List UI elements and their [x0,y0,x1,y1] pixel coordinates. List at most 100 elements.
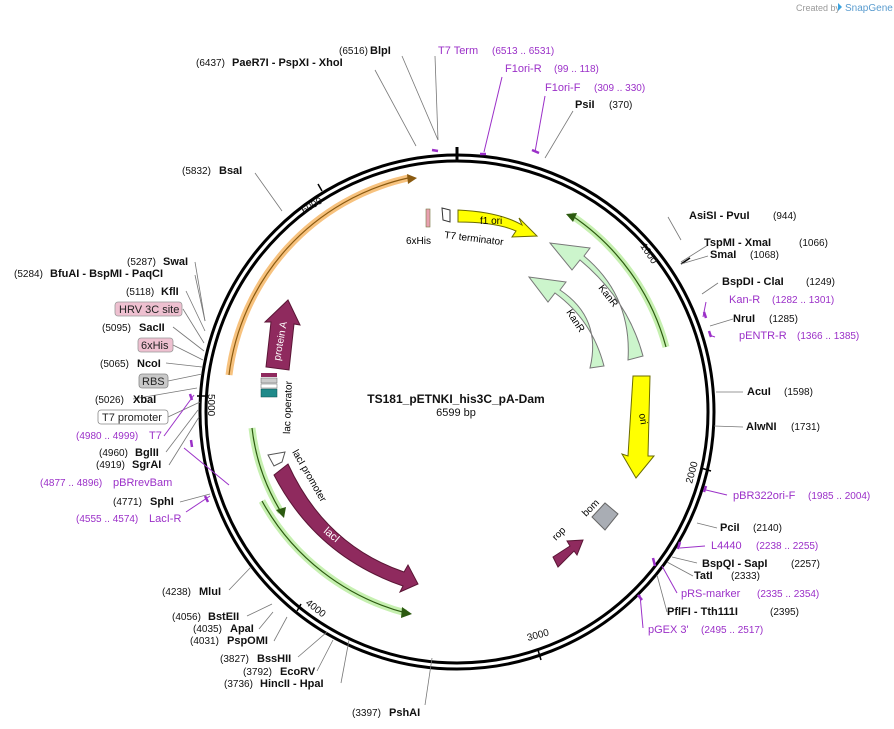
primer-pbr322ori-f-pos: (1985 .. 2004) [808,491,870,502]
enzyme-bglii[interactable]: BglII [135,447,159,459]
enzyme-acui[interactable]: AcuI [747,386,771,398]
enzyme-bsai[interactable]: BsaI [219,165,242,177]
enzyme-sphi-pos: (4771) [113,497,142,508]
enzyme-pvui-pos: (944) [773,211,796,222]
orange-arc [228,177,409,376]
enzyme-tth111i[interactable]: PflFI - Tth111I [667,606,738,618]
primer-pgex3[interactable]: pGEX 3' [648,624,689,636]
f1-ori-label: f1 ori [480,216,502,227]
enzyme-acui-pos: (1598) [784,387,813,398]
enzyme-pspomi[interactable]: PspOMI [227,635,268,647]
enzyme-smai[interactable]: SmaI [710,249,736,261]
primer-f1ori-r[interactable]: F1ori-R [505,63,542,75]
enzyme-apai-pos: (4035) [193,624,222,635]
t7-terminator-glyph [441,207,451,223]
hrv3c-site-label[interactable]: HRV 3C site [119,304,179,316]
primer-kan-r[interactable]: Kan-R [729,294,760,306]
his-label: 6xHis [406,236,431,247]
primer-pentr-r-pos: (1366 .. 1385) [797,331,859,342]
enzyme-bsshii[interactable]: BssHII [257,653,291,665]
enzyme-kfli-pos: (5118) [126,287,154,298]
enzyme-blpi[interactable]: BlpI [370,45,391,57]
enzyme-xhoi-pos: (6437) [196,58,225,69]
enzyme-pcii[interactable]: PciI [720,522,740,534]
his-tag-block [425,208,431,228]
connector-lines [132,55,744,706]
primer-l4440-pos: (2238 .. 2255) [756,541,818,552]
enzyme-swai[interactable]: SwaI [163,256,188,268]
enzyme-xbai[interactable]: XbaI [133,394,156,406]
green-arc-short-head [276,507,286,518]
enzyme-mlui-pos: (4238) [162,587,191,598]
primer-t7term-pos: (6513 .. 6531) [492,46,554,57]
enzyme-apai[interactable]: ApaI [230,623,254,635]
primer-pentr-r[interactable]: pENTR-R [739,330,787,342]
laci-promoter-arrow [267,451,286,467]
primer-l4440[interactable]: L4440 [711,540,742,552]
enzyme-tati-pos: (2333) [731,571,760,582]
enzyme-paqci-pos: (5284) [14,269,43,280]
ori-label: ori [636,413,649,426]
enzyme-pcii-pos: (2140) [753,523,782,534]
enzyme-psii[interactable]: PsiI [575,99,595,111]
tick-1000-mark [680,257,691,265]
green-arc-glow-short [248,427,284,514]
tick-5000: 5000 [205,394,216,417]
enzyme-sapi[interactable]: BspQI - SapI [702,558,767,570]
enzyme-sacii[interactable]: SacII [139,322,165,334]
enzyme-ecorv[interactable]: EcoRV [280,666,316,678]
enzyme-sphi[interactable]: SphI [150,496,174,508]
enzyme-tth111i-pos: (2395) [770,607,799,618]
green-arc-long-head [401,607,412,618]
primer-kan-r-pos: (1282 .. 1301) [772,295,834,306]
primer-pgex3-pos: (2495 .. 2517) [701,625,763,636]
enzyme-ncoi[interactable]: NcoI [137,358,161,370]
hrv3c-site-box [114,301,183,317]
enzyme-mlui[interactable]: MluI [199,586,221,598]
enzyme-bsteii-pos: (4056) [172,612,201,623]
enzyme-pshai[interactable]: PshAI [389,707,420,719]
rbs-box [138,373,169,389]
his-box [137,337,174,353]
enzyme-smai-pos: (1068) [750,250,779,261]
enzyme-sgrai[interactable]: SgrAI [132,459,161,471]
enzyme-ecorv-pos: (3792) [243,667,272,678]
primer-prs-marker[interactable]: pRS-marker [681,588,741,600]
rbs-label[interactable]: RBS [142,376,165,388]
tick-2000-mark [700,467,712,472]
enzyme-xmai[interactable]: TspMI - XmaI [704,237,771,249]
primer-f1ori-f[interactable]: F1ori-F [545,82,581,94]
enzyme-pvui[interactable]: AsiSI - PvuI [689,210,750,222]
his-box-label[interactable]: 6xHis [141,340,169,352]
bom-box [591,502,619,531]
primer-f1ori-r-pos: (99 .. 118) [554,64,599,75]
green-arc-right-head [566,213,577,222]
t7-terminator-label: T7 terminator [444,230,505,248]
primer-laci-r[interactable]: LacI-R [149,513,181,525]
primer-pbrrevbam[interactable]: pBRrevBam [113,477,172,489]
primer-t7[interactable]: T7 [149,430,162,442]
enzyme-psii-pos: (370) [609,100,632,111]
primer-pbr322ori-f[interactable]: pBR322ori-F [733,490,796,502]
lac-operator-label: lac operator [282,380,295,434]
enzyme-bsteii[interactable]: BstEII [208,611,239,623]
enzyme-hpai[interactable]: HincII - HpaI [260,678,324,690]
ori-arrow [620,375,656,479]
enzyme-kfli[interactable]: KflI [161,286,179,298]
enzyme-tati[interactable]: TatI [694,570,713,582]
protein-a-arrow [263,299,301,371]
snapgene-logo-icon [838,3,842,11]
primer-t7term[interactable]: T7 Term [438,45,478,57]
enzyme-alwni[interactable]: AlwNI [746,421,777,433]
enzyme-xhoi[interactable]: PaeR7I - PspXI - XhoI [232,57,343,69]
plasmid-name: TS181_pETNKI_his3C_pA-Dam [367,392,544,406]
enzyme-sgrai-pos: (4919) [96,460,125,471]
enzyme-paqci[interactable]: BfuAI - BspMI - PaqCI [50,268,163,280]
t7-promoter-label[interactable]: T7 promoter [102,412,162,424]
enzyme-sapi-pos: (2257) [791,559,820,570]
t7-promoter-box [97,409,169,425]
enzyme-clai[interactable]: BspDI - ClaI [722,276,784,288]
primer-prs-marker-pos: (2335 .. 2354) [757,589,819,600]
enzyme-ncoi-pos: (5065) [100,359,129,370]
enzyme-nrui[interactable]: NruI [733,313,755,325]
